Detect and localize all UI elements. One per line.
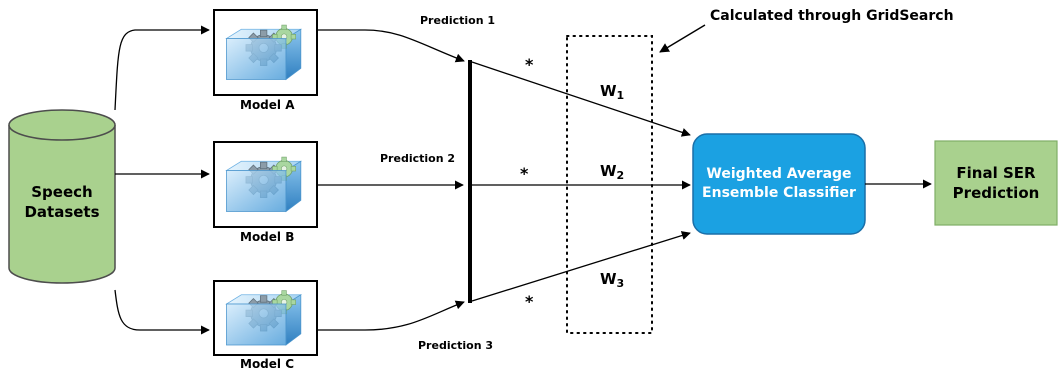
gridsearch-callout-label: Calculated through GridSearch (710, 8, 954, 24)
weight-3-label: W3 (600, 270, 625, 290)
weight-2-label: W2 (600, 162, 625, 182)
ensemble-line1: Weighted Average (706, 166, 852, 183)
speech-datasets-cylinder (8, 109, 116, 284)
model-a-box (213, 9, 318, 96)
model-b-label: Model B (240, 230, 295, 244)
ensemble-line2: Ensemble Classifier (702, 185, 856, 201)
speech-datasets-line2: Datasets (24, 203, 100, 221)
arrow-model-c-to-bar (317, 300, 465, 331)
ensemble-classifier-label: Weighted Average Ensemble Classifier (693, 134, 865, 234)
final-line1: Final SER (956, 163, 1036, 182)
multiply-symbol-3: * (525, 292, 534, 311)
speech-datasets-label: Speech Datasets (9, 172, 115, 232)
model-c-label: Model C (240, 357, 295, 371)
multiply-symbol-1: * (525, 55, 534, 74)
weight-3-letter: W (600, 270, 617, 288)
gears-in-blue-cube-icon (225, 24, 302, 81)
prediction-3-label: Prediction 3 (418, 339, 494, 352)
gridsearch-dotted-box (566, 35, 653, 334)
model-a-label: Model A (240, 98, 295, 112)
arrow-dataset-to-model-c (114, 289, 210, 335)
gridsearch-callout-arrow (659, 24, 706, 53)
final-prediction-box (934, 140, 1058, 226)
model-b-box (213, 141, 318, 228)
speech-datasets-line1: Speech (31, 182, 93, 201)
model-c-box (213, 280, 318, 356)
weight-1-index: 1 (616, 89, 625, 102)
weight-2-index: 2 (616, 169, 625, 182)
arrow-dataset-to-model-a (114, 25, 210, 111)
arrow-model-a-to-bar (317, 29, 465, 63)
prediction-2-label: Prediction 2 (380, 152, 456, 165)
gears-in-blue-cube-icon (225, 156, 302, 213)
arrow-bar-to-ensemble-1 (471, 61, 691, 137)
weight-1-letter: W (600, 82, 617, 100)
weight-2-letter: W (600, 162, 617, 180)
weight-3-index: 3 (616, 277, 625, 290)
multiply-symbol-2: * (520, 164, 529, 183)
gears-in-blue-cube-icon (225, 290, 302, 346)
final-prediction-label: Final SER Prediction (935, 141, 1057, 225)
prediction-1-label: Prediction 1 (420, 14, 496, 27)
final-line2: Prediction (952, 184, 1040, 202)
weight-1-label: W1 (600, 82, 625, 102)
arrow-bar-to-ensemble-3 (471, 231, 691, 302)
